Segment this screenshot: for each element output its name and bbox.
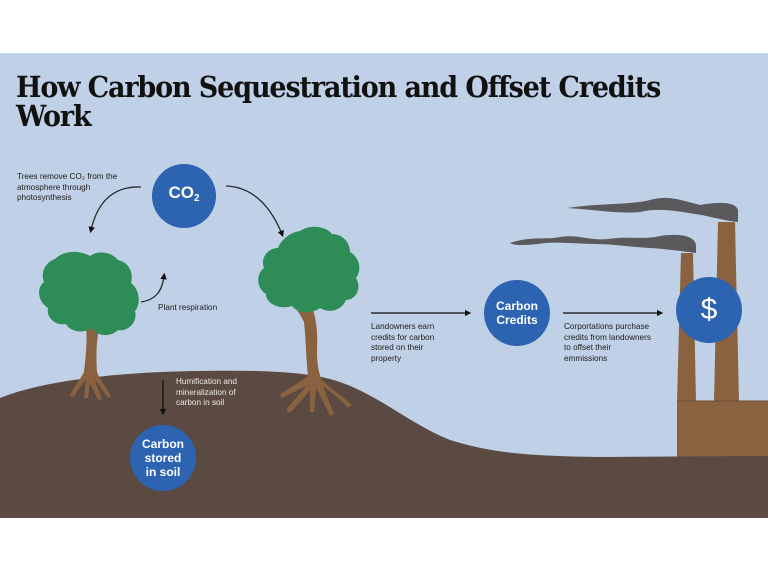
co2-bubble: CO2	[152, 164, 216, 228]
dollar-icon: $	[700, 293, 718, 326]
carbon-credits-bubble: Carbon Credits	[484, 280, 550, 346]
arrow-photosynthesis-right	[225, 185, 284, 238]
smoke-plume-back	[567, 197, 738, 222]
scene-illustration	[0, 185, 768, 518]
tree-left	[39, 251, 139, 400]
carbon-soil-label: Carbon stored in soil	[142, 437, 184, 479]
infographic-scene: How Carbon Sequestration and Offset Cred…	[0, 53, 768, 518]
smoke-plume-front	[510, 234, 696, 253]
arrow-respiration	[140, 272, 167, 303]
soil-ground	[0, 370, 768, 518]
arrow-photosynthesis-left	[88, 186, 142, 234]
caption-humification: Humification and mineralization of carbo…	[176, 377, 237, 407]
carbon-credits-label: Carbon Credits	[496, 299, 538, 327]
dollar-bubble: $	[676, 277, 742, 343]
carbon-soil-bubble: Carbon stored in soil	[130, 425, 196, 491]
caption-landowners: Landowners earn credits for carbon store…	[371, 322, 435, 363]
co2-label: CO2	[168, 183, 200, 204]
caption-corporations: Corportations purchase credits from land…	[564, 322, 651, 363]
tree-middle	[258, 226, 360, 416]
factory-building	[677, 401, 768, 457]
caption-photosynthesis: Trees remove CO₂ from the atmosphere thr…	[17, 172, 118, 202]
page-title: How Carbon Sequestration and Offset Cred…	[16, 70, 661, 133]
caption-respiration: Plant respiration	[158, 303, 218, 312]
